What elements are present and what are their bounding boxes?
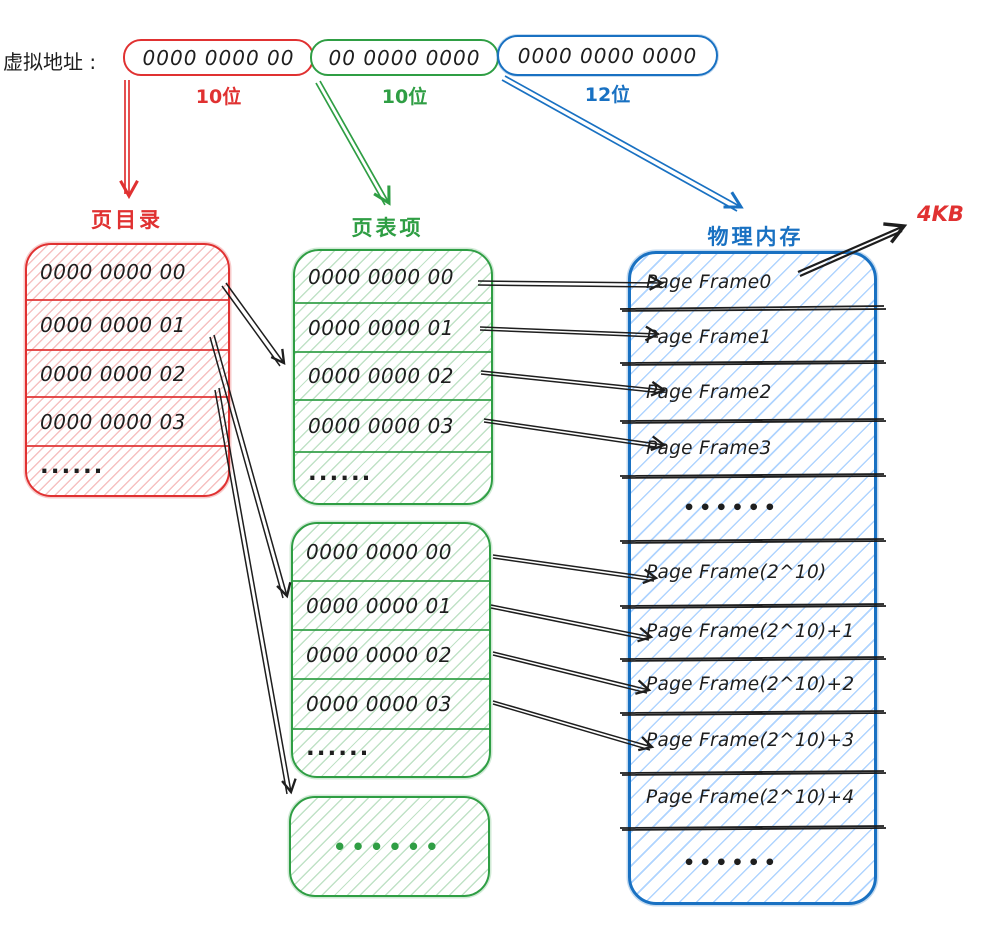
page-frame-row: Page Frame(2^10)+1: [646, 620, 855, 642]
va-segment-directory: 0000 0000 00: [123, 39, 314, 76]
page-directory-row: 0000 0000 02: [27, 351, 228, 398]
page-frame-row: Page Frame2: [646, 382, 772, 404]
page-table-row: 0000 0000 03: [295, 401, 491, 453]
va-segment-table-value: 00 0000 0000: [328, 45, 481, 70]
page-directory-title: 页目录: [91, 208, 163, 232]
va-bits-table: 10位: [381, 86, 428, 108]
va-segment-offset: 0000 0000 0000: [497, 35, 718, 76]
frame-size-label: 4KB: [917, 202, 964, 226]
page-table-ellipsis-row: ......: [308, 460, 373, 486]
physical-memory-title: 物理内存: [707, 225, 804, 249]
page-table-2: 0000 0000 00 0000 0000 01 0000 0000 02 0…: [291, 522, 491, 778]
va-bits-offset: 12位: [584, 84, 631, 106]
page-frame-row: Page Frame(2^10)+2: [646, 673, 855, 695]
page-table-row: 0000 0000 01: [293, 582, 489, 631]
page-table-row: 0000 0000 01: [295, 304, 491, 353]
page-table-more-box: ••••••: [289, 796, 490, 897]
page-table-more-ellipsis: ••••••: [333, 834, 444, 859]
va-bits-directory: 10位: [195, 86, 242, 108]
page-table-ellipsis-row: ......: [306, 735, 371, 761]
page-table-1: 0000 0000 00 0000 0000 01 0000 0000 02 0…: [293, 249, 493, 505]
page-table-row: 0000 0000 00: [293, 524, 489, 582]
page-frame-row: Page Frame(2^10): [646, 562, 827, 584]
page-frame-row: Page Frame3: [646, 438, 772, 460]
page-directory-row: 0000 0000 03: [27, 398, 228, 447]
page-table-row: 0000 0000 00: [295, 251, 491, 304]
va-segment-offset-value: 0000 0000 0000: [517, 43, 698, 68]
page-directory-ellipsis-row: ......: [40, 453, 105, 479]
page-table-row: 0000 0000 03: [293, 680, 489, 730]
virtual-address-label: 虚拟地址 :: [3, 50, 97, 74]
physical-memory-table: Page Frame0 Page Frame1 Page Frame2 Page…: [628, 251, 877, 905]
page-frame-row: Page Frame(2^10)+4: [646, 786, 855, 808]
page-frame-ellipsis-row: ••••••: [683, 852, 780, 875]
arrow-pt2-1-to-frame2p10p1: [490, 604, 651, 640]
page-frame-row: Page Frame1: [646, 326, 772, 348]
va-segment-table: 00 0000 0000: [310, 39, 499, 76]
page-frame-row: Page Frame0: [646, 271, 772, 293]
page-table-title: 页表项: [351, 216, 424, 240]
page-frame-ellipsis-row: ••••••: [683, 497, 780, 520]
arrow-pd0-to-table1: [221, 282, 284, 366]
page-directory-row: 0000 0000 00: [27, 245, 228, 301]
page-table-row: 0000 0000 02: [293, 631, 489, 680]
va-segment-directory-value: 0000 0000 00: [142, 45, 295, 70]
page-table-row: 0000 0000 02: [295, 353, 491, 401]
page-directory-table: 0000 0000 00 0000 0000 01 0000 0000 02 0…: [25, 243, 230, 497]
page-frame-row: Page Frame(2^10)+3: [646, 730, 855, 751]
arrow-pt2-2-to-frame2p10p2: [492, 651, 649, 693]
page-directory-row: 0000 0000 01: [27, 301, 228, 351]
